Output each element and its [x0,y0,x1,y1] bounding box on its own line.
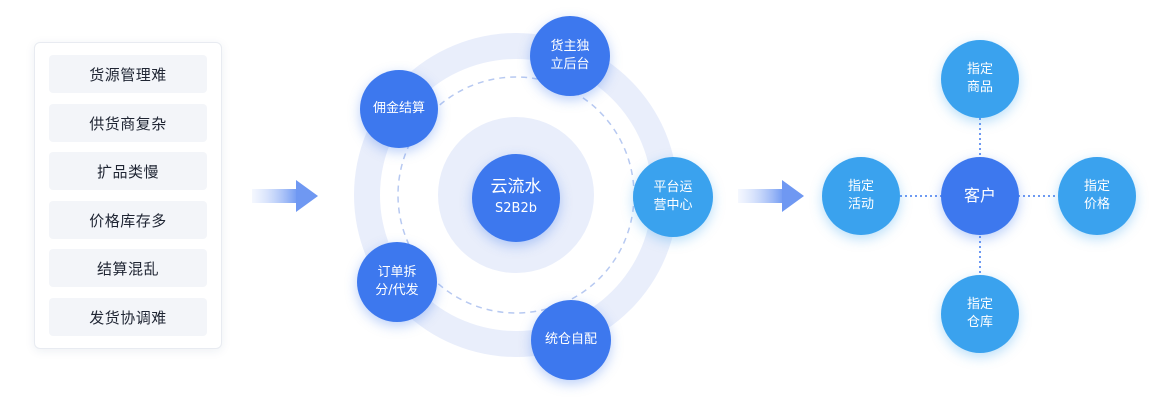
center-title: 云流水 [490,177,542,197]
pain-point-item: 发货协调难 [49,298,207,336]
pain-point-item: 扩品类慢 [49,152,207,190]
node-label: 货主独 [550,39,590,54]
node-label: 订单拆 [377,265,417,280]
node-label: 营中心 [653,198,693,213]
customer-node-right: 指定 价格 [1058,157,1136,235]
node-label: 平台运 [653,180,693,195]
node-label: 活动 [847,197,874,212]
customer-node-top: 指定 商品 [941,40,1019,118]
node-label: 价格 [1083,197,1110,212]
orbit-node-right: 平台运 营中心 [633,157,713,237]
orbit-node-left-bottom: 订单拆 分/代发 [357,242,437,322]
node-label: 客户 [963,186,996,205]
center-node: 云流水 S2B2b [472,154,560,242]
pain-point-item: 价格库存多 [49,201,207,239]
orbit-node-left-top: 佣金结算 [360,70,438,148]
node-label: 商品 [966,80,993,95]
node-label: 佣金结算 [372,101,425,116]
node-label: 指定 [966,297,993,312]
node-label: 立后台 [550,57,590,72]
orbit-node-bottom: 统仓自配 [531,300,611,380]
node-label: 指定 [847,179,874,194]
node-label: 统仓自配 [544,332,597,347]
customer-node-bottom: 指定 仓库 [941,275,1019,353]
pain-point-item: 结算混乱 [49,249,207,287]
node-label: 仓库 [966,315,993,330]
pain-point-item: 供货商复杂 [49,104,207,142]
arrow-right-icon [738,180,804,212]
customer-node-left: 指定 活动 [822,157,900,235]
customer-connectors [900,118,1058,276]
center-subtitle: S2B2b [495,201,537,216]
pain-point-item: 货源管理难 [49,55,207,93]
customer-node: 客户 [941,157,1019,235]
orbit-node-top: 货主独 立后台 [530,16,610,96]
arrow-right-icon [252,180,318,212]
node-label: 分/代发 [375,283,419,298]
node-label: 指定 [1083,179,1110,194]
node-label: 指定 [966,62,993,77]
pain-points-card: 货源管理难 供货商复杂 扩品类慢 价格库存多 结算混乱 发货协调难 [34,42,222,349]
